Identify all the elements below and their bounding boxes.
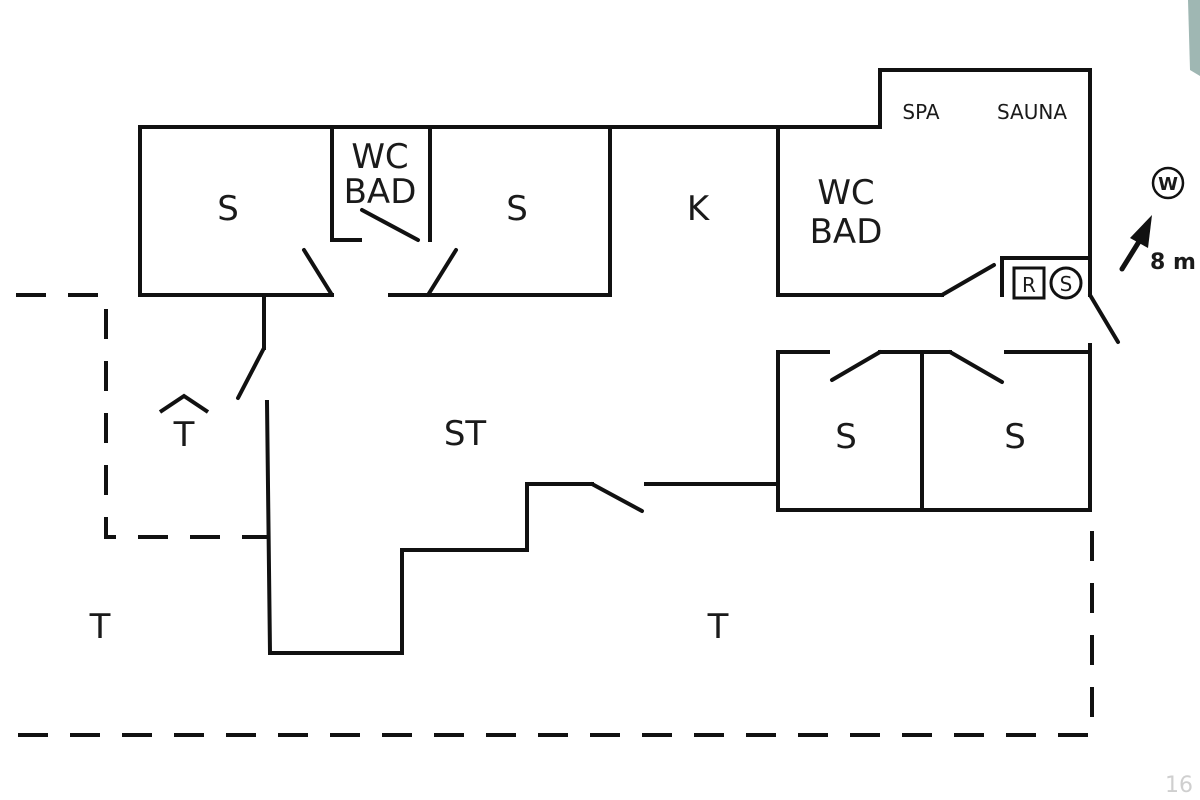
water-symbol: W xyxy=(1158,174,1178,195)
room-kitchen: K xyxy=(687,189,711,229)
sea-distance: 8 m xyxy=(1150,250,1196,275)
room-labels: S WC BAD S K WC BAD SPA SAUNA ST S S T T… xyxy=(89,100,1068,647)
page-number: 16 xyxy=(1165,773,1193,798)
walls xyxy=(138,68,1092,655)
sea-direction: W 8 m xyxy=(1119,166,1196,275)
corner-badge xyxy=(1188,0,1200,76)
room-terrace-main: T xyxy=(707,607,729,647)
terrace-boundaries xyxy=(16,293,1094,737)
room-bedroom-left: S xyxy=(217,189,239,229)
room-terrace-left: T xyxy=(89,607,111,647)
room-wc-small-line1: WC xyxy=(351,137,408,177)
room-living: ST xyxy=(444,414,487,454)
r-fixture-label: R xyxy=(1022,273,1036,297)
room-wc-small-line2: BAD xyxy=(344,172,417,212)
doors xyxy=(236,208,1120,513)
s-fixture-circle xyxy=(1049,266,1083,300)
s-fixture-label: S xyxy=(1060,272,1073,296)
room-wc-large-line1: WC xyxy=(817,173,874,213)
room-sauna: SAUNA xyxy=(997,100,1067,124)
direction-arrow-icon xyxy=(1130,215,1152,248)
water-icon xyxy=(1151,166,1185,200)
fixtures: R S xyxy=(1012,266,1083,300)
room-wc-large-line2: BAD xyxy=(810,212,883,252)
room-bedroom-right-2: S xyxy=(1004,417,1026,457)
room-bedroom-mid: S xyxy=(506,189,528,229)
r-fixture-box xyxy=(1012,266,1046,300)
room-bedroom-right-1: S xyxy=(835,417,857,457)
room-covered-terrace: T xyxy=(173,415,195,455)
direction-arrow-shaft xyxy=(1119,237,1143,272)
room-spa: SPA xyxy=(902,100,939,124)
roof-icon xyxy=(158,393,210,414)
